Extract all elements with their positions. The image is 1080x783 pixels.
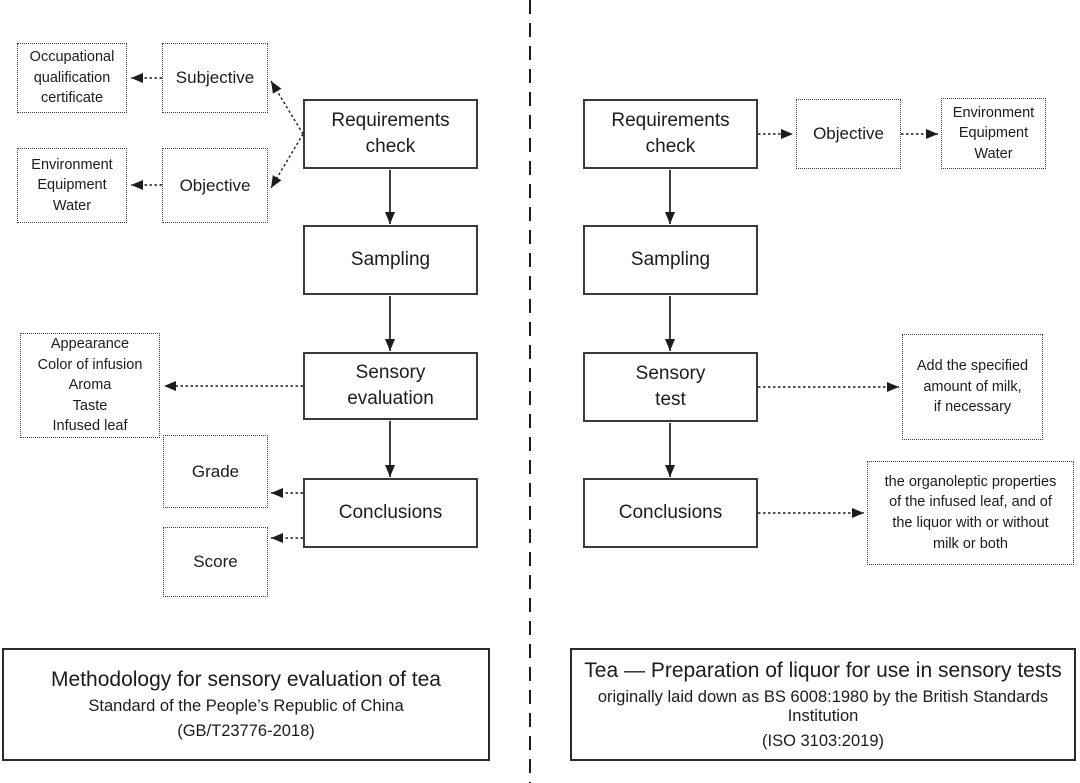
left-standard-caption-box: Methodology for sensory evaluation of te… [2, 648, 490, 761]
left-standard-code: (GB/T23776-2018) [177, 722, 315, 740]
right-standard-subtitle: originally laid down as BS 6008:1980 by … [597, 687, 1049, 725]
conclusions-box-left: Conclusions [303, 478, 478, 548]
reqcheck-to-subjective-arrow [270, 80, 304, 135]
evaluation-criteria-box: Appearance Color of infusion Aroma Taste… [20, 333, 160, 438]
left-standard-title: Methodology for sensory evaluation of te… [51, 668, 441, 691]
requirements-check-box-left: Requirements check [303, 99, 478, 169]
score-box: Score [163, 527, 268, 597]
environment-equipment-water-box-right: Environment Equipment Water [941, 98, 1046, 169]
right-standard-caption-box: Tea — Preparation of liquor for use in s… [570, 648, 1076, 761]
occupational-qualification-box: Occupational qualification certificate [17, 43, 127, 113]
organoleptic-properties-box: the organoleptic properties of the infus… [867, 461, 1074, 565]
right-standard-code: (ISO 3103:2019) [762, 731, 884, 750]
subjective-box: Subjective [162, 43, 268, 113]
sensory-test-box: Sensory test [583, 352, 758, 422]
grade-box: Grade [163, 435, 268, 508]
conclusions-box-right: Conclusions [583, 478, 758, 548]
objective-box-left: Objective [162, 148, 268, 223]
sampling-box-left: Sampling [303, 225, 478, 295]
objective-box-right: Objective [796, 99, 901, 169]
add-milk-note-box: Add the specified amount of milk, if nec… [902, 334, 1043, 440]
sampling-box-right: Sampling [583, 225, 758, 295]
requirements-check-box-right: Requirements check [583, 99, 758, 169]
sensory-evaluation-box: Sensory evaluation [303, 352, 478, 420]
left-standard-subtitle: Standard of the People’s Republic of Chi… [88, 697, 404, 715]
environment-equipment-water-box-left: Environment Equipment Water [17, 148, 127, 223]
reqcheck-to-objective-arrow [270, 133, 304, 189]
right-standard-title: Tea — Preparation of liquor for use in s… [584, 658, 1062, 682]
